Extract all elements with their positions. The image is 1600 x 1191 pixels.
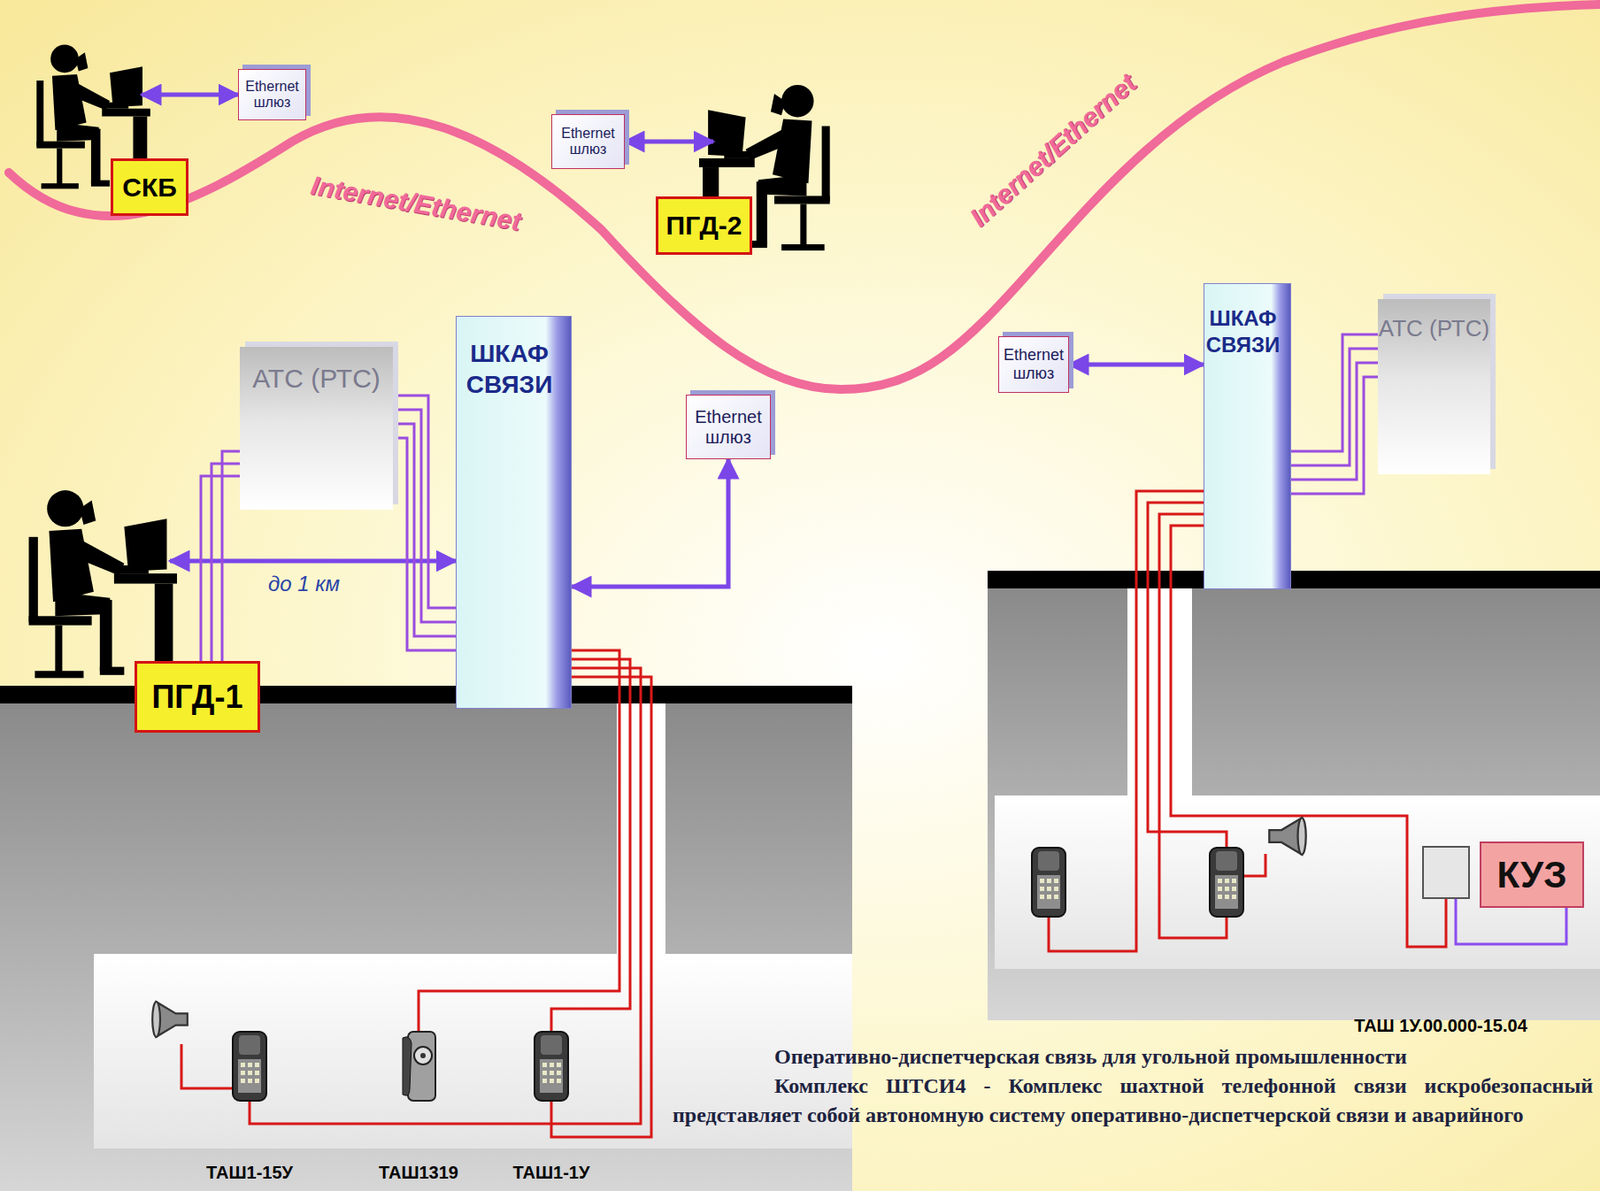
network-wave xyxy=(8,4,1600,390)
connector-line xyxy=(571,459,729,587)
station-box: ПГД-2 xyxy=(655,196,753,255)
edge-label: до 1 км xyxy=(268,571,340,597)
node-text: КУЗ xyxy=(1496,853,1567,897)
cabinet-box: ШКАФ СВЯЗИ xyxy=(1203,283,1292,590)
device-label: ТАШ1-1У xyxy=(513,1162,591,1184)
link-arrow xyxy=(624,141,714,143)
link-arrow xyxy=(571,459,729,587)
gateway-box: Ethernet шлюз xyxy=(551,114,625,170)
device-label: ТАШ1-15У xyxy=(206,1162,293,1184)
control-box: КУЗ xyxy=(1479,841,1585,908)
node-text: СКБ xyxy=(122,172,177,203)
caption-text: Оперативно-диспетчерская связь для уголь… xyxy=(672,1042,1593,1072)
gateway-box: Ethernet шлюз xyxy=(998,336,1070,393)
node-text: Ethernet шлюз xyxy=(555,125,621,159)
network-label: Internet/Ethernet xyxy=(963,68,1142,233)
node-text: ПГД-1 xyxy=(151,678,243,716)
connector-line xyxy=(392,438,456,651)
connector-line xyxy=(141,92,239,98)
connector-line xyxy=(211,463,240,662)
ground-right xyxy=(987,570,1600,1021)
connector-line xyxy=(392,409,456,623)
bus-connector xyxy=(200,451,240,662)
cabinet-box: ШКАФ СВЯЗИ xyxy=(455,315,572,709)
node-text: ШКАФ СВЯЗИ xyxy=(1206,305,1281,359)
exchange-box: АТС (РТС) xyxy=(239,346,393,510)
device-label: ТАШ1319 xyxy=(378,1162,459,1184)
device-label: ТАШ 1У.00.000-15.04 xyxy=(1353,1015,1528,1037)
exchange-box: АТС (РТС) xyxy=(1377,299,1491,475)
node-text: Ethernet шлюз xyxy=(242,78,302,112)
link-arrow xyxy=(141,94,239,96)
bus-connector xyxy=(392,395,456,651)
connector-line xyxy=(200,476,240,662)
connector-line xyxy=(624,139,714,145)
gateway-box: Ethernet шлюз xyxy=(238,69,307,121)
connector-line xyxy=(222,451,240,662)
station-box: ПГД-1 xyxy=(134,661,261,733)
node-text: Ethernet шлюз xyxy=(1002,346,1065,383)
operator-figures xyxy=(29,45,831,679)
node-text: Ethernet шлюз xyxy=(690,407,767,448)
station-box: СКБ xyxy=(110,158,189,216)
connector-line xyxy=(1291,376,1378,494)
link-arrow xyxy=(1069,364,1204,366)
node-text: АТС (РТС) xyxy=(1378,315,1490,343)
bus-connector xyxy=(1291,334,1378,494)
node-text: ШКАФ СВЯЗИ xyxy=(460,338,559,400)
connector-line xyxy=(392,395,456,608)
gateway-box: Ethernet шлюз xyxy=(685,394,771,460)
connector-line xyxy=(1069,362,1204,368)
node-text: АТС (РТС) xyxy=(252,362,381,395)
node-text: ПГД-2 xyxy=(666,210,743,241)
network-label: Internet/Ethernet xyxy=(308,169,524,237)
caption-text: Комплекс ШТСИ4 - Комплекс шахтной телефо… xyxy=(672,1071,1593,1131)
connector-line xyxy=(392,423,456,637)
